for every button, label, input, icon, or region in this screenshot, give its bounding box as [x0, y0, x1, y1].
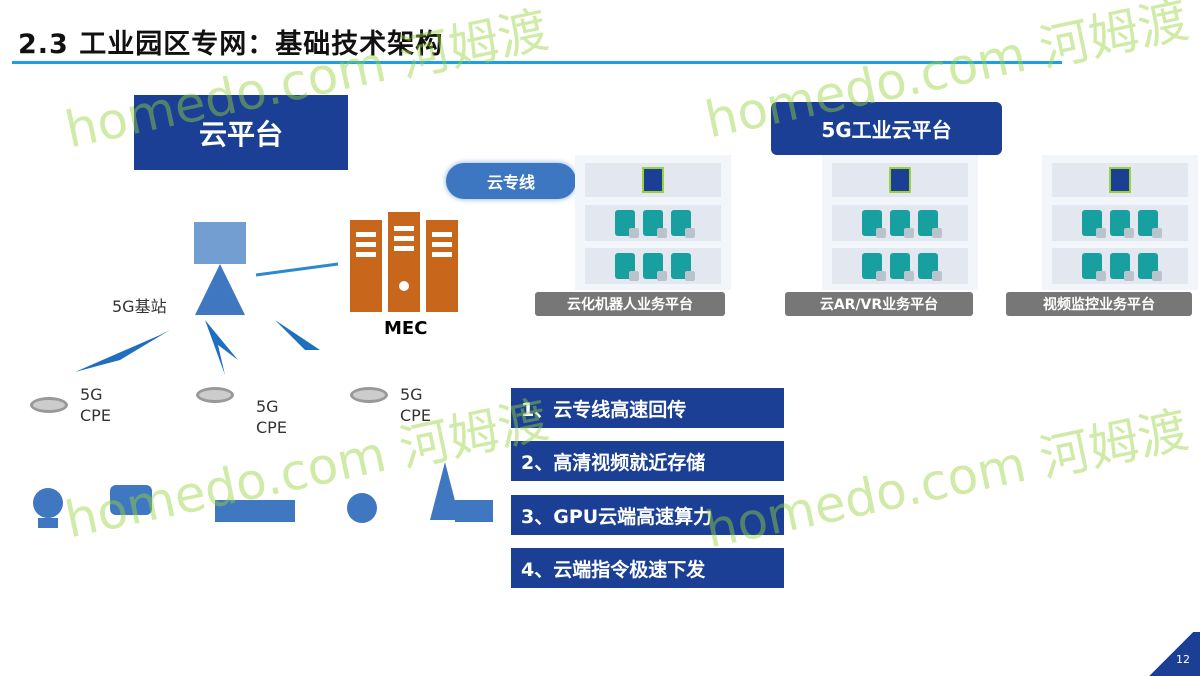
feature-item: 1、云专线高速回传: [511, 388, 784, 428]
server-rack: [822, 155, 978, 290]
platform-label: 云AR/VR业务平台: [785, 292, 973, 316]
server-icon: [1082, 253, 1106, 281]
cpe-icon: [350, 387, 388, 403]
platform-label: 视频监控业务平台: [1006, 292, 1192, 316]
feature-item: 4、云端指令极速下发: [511, 548, 784, 588]
switch-icon: [889, 167, 911, 193]
page-number: 12: [1176, 653, 1190, 666]
server-icon: [1138, 253, 1162, 281]
server-icon: [862, 253, 886, 281]
cpe-label: 5G CPE: [80, 385, 111, 425]
feature-item: 2、高清视频就近存储: [511, 441, 784, 481]
cpe-icon: [30, 397, 68, 413]
server-icon: [671, 253, 695, 281]
cpe-icon: [196, 387, 234, 403]
base-station-icon: [194, 222, 246, 315]
server-icon: [615, 210, 639, 238]
switch-icon: [1109, 167, 1131, 193]
server-rack: [1042, 155, 1198, 290]
title-divider: [12, 61, 1062, 64]
cpe-label: 5G CPE: [256, 397, 287, 437]
server-icon: [615, 253, 639, 281]
server-icon: [671, 210, 695, 238]
platform-label: 云化机器人业务平台: [535, 292, 725, 316]
cpe-label: 5G CPE: [400, 385, 431, 425]
mec-label: MEC: [384, 318, 428, 339]
switch-icon: [642, 167, 664, 193]
mec-server-icon: [350, 212, 458, 312]
page-corner: [1142, 632, 1200, 676]
network-diagram: [33, 212, 493, 528]
server-icon: [1110, 253, 1134, 281]
server-icon: [643, 253, 667, 281]
cloud-platform-box: 云平台: [134, 95, 348, 170]
server-icon: [918, 253, 942, 281]
page-title: 2.3 工业园区专网：基础技术架构: [18, 29, 444, 60]
industrial-device-icons: [33, 462, 493, 528]
cloud-line-badge: 云专线: [446, 163, 576, 199]
server-icon: [643, 210, 667, 238]
industrial-cloud-platform-box: 5G工业云平台: [771, 102, 1002, 155]
server-icon: [1110, 210, 1134, 238]
server-rack: [575, 155, 731, 290]
wireless-signal-icon: [75, 320, 335, 380]
link-line: [255, 262, 339, 277]
base-station-label: 5G基站: [112, 297, 167, 316]
server-icon: [1138, 210, 1162, 238]
feature-item: 3、GPU云端高速算力: [511, 495, 784, 535]
server-icon: [890, 210, 914, 238]
server-icon: [890, 253, 914, 281]
server-icon: [918, 210, 942, 238]
server-icon: [1082, 210, 1106, 238]
server-icon: [862, 210, 886, 238]
